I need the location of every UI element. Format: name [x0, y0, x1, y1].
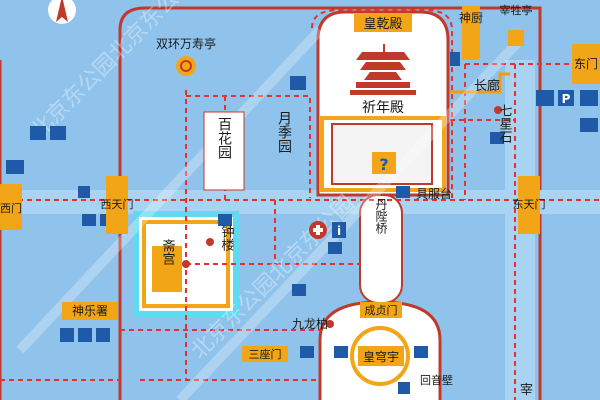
- ximen-label: 西门: [0, 201, 22, 215]
- shenyueshu-label: 神乐署: [72, 304, 108, 318]
- pavilion-icon[interactable]: [176, 56, 196, 76]
- watermark-band: [16, 26, 524, 400]
- shop-icon[interactable]: [82, 214, 96, 226]
- shuanghuan-label: 双环万寿亭: [156, 36, 216, 51]
- dongmen-label-box[interactable]: [572, 44, 600, 84]
- toilet-icon[interactable]: [580, 118, 598, 132]
- question-icon[interactable]: ?: [372, 152, 396, 174]
- qiniandian-temple-icon: [350, 44, 416, 95]
- zhaigong-label: 斋宫: [160, 238, 176, 265]
- ximen-label-box[interactable]: [0, 184, 22, 230]
- sanzuomen-label-box: [242, 346, 288, 362]
- poi-dots: [182, 106, 502, 328]
- toilet-icon[interactable]: [96, 328, 110, 342]
- jiulongbai-label: 九龙柏: [292, 316, 328, 331]
- sanzuomen-label: 三座门: [249, 347, 282, 361]
- svg-text:P: P: [562, 92, 571, 106]
- shop-icon[interactable]: [398, 382, 410, 394]
- shop-icon[interactable]: [292, 284, 306, 296]
- huangqian-label-box: [354, 14, 412, 32]
- compass-icon: [48, 0, 76, 24]
- yuejiyuan-label: 月季园: [276, 111, 292, 153]
- jufutai-label: 具服台: [416, 186, 452, 201]
- svg-text:?: ?: [379, 155, 388, 174]
- toilet-icon[interactable]: [414, 346, 428, 358]
- huangqiongyu-label: 皇穹宇: [363, 349, 399, 364]
- walking-routes: [0, 9, 600, 400]
- telephone-icon[interactable]: [450, 52, 460, 66]
- toilet-icon[interactable]: [50, 126, 66, 140]
- huiyinbi-label: 回音壁: [420, 373, 453, 387]
- toilet-icon[interactable]: [580, 90, 598, 106]
- toilet-icon[interactable]: [78, 328, 92, 342]
- shop-icon[interactable]: [60, 328, 74, 342]
- toilet-icon[interactable]: [536, 90, 554, 106]
- danbiqiao-label: 丹陛桥: [374, 198, 388, 235]
- toilet-icon[interactable]: [6, 160, 24, 174]
- info-icon[interactable]: i: [332, 222, 346, 238]
- toilet-icon[interactable]: [218, 214, 232, 226]
- zhonglou-label: 钟楼: [219, 224, 235, 251]
- shop-icon[interactable]: [328, 242, 342, 254]
- shop-icon[interactable]: [30, 126, 46, 140]
- zai-partial-label: 宰: [520, 382, 533, 398]
- outer-wall: [0, 6, 542, 400]
- qixingshi-label: 七星石: [497, 104, 513, 143]
- xitianmen-label: 西天门: [101, 197, 134, 211]
- xitianmen-label-box[interactable]: [106, 176, 128, 234]
- dongmen-label: 东门: [574, 56, 598, 71]
- parking-icon[interactable]: P: [558, 90, 574, 106]
- huangqiongyu-label-box: [358, 346, 404, 366]
- zaiting-marker: [508, 30, 524, 46]
- qiniandian-label: 祈年殿: [362, 100, 404, 116]
- shenyueshu-label-box: [62, 302, 118, 320]
- svg-text:i: i: [337, 224, 341, 238]
- huangqian-label: 皇乾殿: [363, 17, 402, 32]
- chengzhenmen-label-box: [360, 302, 402, 318]
- changlang-path: [450, 72, 510, 94]
- zaiting-label: 宰牲亭: [500, 3, 533, 17]
- dongtianmen-label: 东天门: [513, 197, 546, 211]
- toilet-icon[interactable]: [490, 132, 504, 144]
- dongtianmen-label-box[interactable]: [518, 176, 540, 234]
- chengzhenmen-label: 成贞门: [365, 303, 398, 317]
- changlang-label: 长廊: [474, 78, 500, 94]
- toilet-icon[interactable]: [300, 346, 314, 358]
- shenchu-label: 神厨: [459, 11, 483, 25]
- restaurant-icon[interactable]: [78, 186, 90, 198]
- toilet-icon[interactable]: [290, 76, 306, 90]
- baihuayuan-box: [203, 111, 245, 191]
- zhaigong-label-box: [152, 246, 182, 292]
- amenity-icons: P i: [6, 52, 598, 394]
- shenchu-label-box: [462, 6, 480, 60]
- toilet-icon[interactable]: [396, 186, 410, 198]
- first-aid-icon[interactable]: [309, 221, 327, 239]
- baihuayuan-label: 百花园: [216, 117, 232, 159]
- toilet-icon[interactable]: [334, 346, 348, 358]
